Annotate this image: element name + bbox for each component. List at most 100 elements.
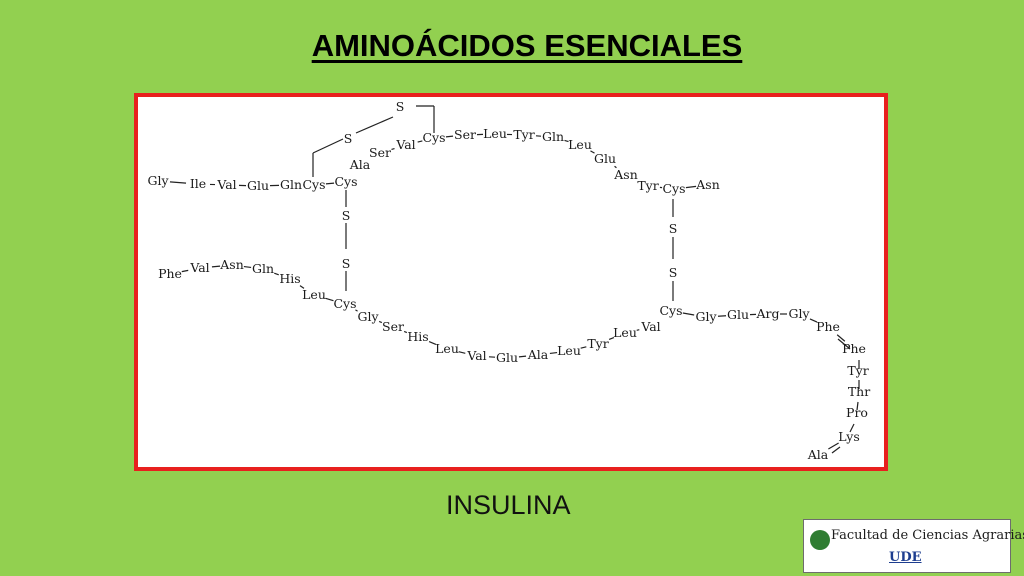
residue-label: Ala: [349, 157, 371, 172]
peptide-bond: [518, 355, 527, 358]
peptide-bond: [211, 265, 221, 268]
bonds: [312, 105, 860, 454]
sulfur-atom: S: [396, 99, 405, 114]
residue-label: Gly: [147, 173, 169, 188]
residue-label: Asn: [695, 177, 720, 192]
peptide-bond: [809, 318, 818, 323]
sulfur-atom: S: [342, 256, 351, 271]
sulfur-atom: S: [344, 131, 353, 146]
peptide-bond: [717, 315, 727, 317]
leaf-icon: [810, 530, 830, 550]
peptide-bond: [378, 320, 383, 324]
peptide-bond: [564, 139, 569, 143]
residue-label: Val: [466, 348, 486, 363]
residue-label: His: [407, 329, 428, 344]
peptide-bond: [685, 185, 697, 189]
residue-label: Leu: [483, 126, 507, 141]
logo-abbr: UDE: [889, 550, 922, 565]
peptide-bond: [391, 147, 395, 151]
residue-label: Gln: [280, 177, 302, 192]
residue-label: Phe: [158, 266, 182, 281]
residue-label: Gly: [695, 309, 717, 324]
peptide-bond: [836, 334, 846, 342]
residue-label: Glu: [247, 178, 269, 193]
residue-label: Asn: [219, 257, 244, 272]
residue-label: Cys: [659, 303, 682, 318]
residue-label: Arg: [755, 306, 779, 321]
peptide-bond: [428, 341, 437, 345]
residue-label: Gln: [542, 129, 564, 144]
peptide-bond: [828, 442, 839, 450]
residue-label: Leu: [557, 343, 581, 358]
bond-line: [849, 423, 855, 433]
bond-line: [856, 401, 859, 411]
residue-label: Val: [395, 137, 415, 152]
sulfur-atom: S: [342, 208, 351, 223]
bond-line: [831, 446, 841, 454]
residue-label: Ser: [454, 127, 476, 142]
residue-label: Ala: [527, 347, 549, 362]
residue-label: Glu: [496, 350, 518, 365]
residue-label: Cys: [302, 177, 325, 192]
bond-line: [312, 138, 344, 154]
residue-label: Phe: [816, 319, 840, 334]
peptide-bond: [181, 269, 189, 273]
sulfur-atom: S: [669, 265, 678, 280]
peptide-bond: [458, 351, 466, 354]
caption: INSULINA: [446, 490, 571, 520]
peptide-bond: [614, 165, 617, 169]
residue-label: Leu: [302, 287, 326, 302]
residue-label: Pro: [846, 405, 868, 420]
residue-label: Glu: [727, 307, 749, 322]
peptide-bond: [636, 329, 640, 331]
peptide-bond: [580, 346, 587, 349]
logo-name: Facultad de Ciencias Agrarias: [831, 528, 1024, 543]
bond-line: [355, 116, 394, 134]
residue-label: Ser: [369, 145, 391, 160]
peptide-bond: [549, 351, 558, 355]
residue-label: Glu: [594, 151, 616, 166]
peptide-bond: [169, 181, 187, 184]
peptide-bond: [682, 312, 695, 316]
residue-label: Cys: [333, 296, 356, 311]
residue-label: Phe: [842, 341, 866, 356]
residue-label: Val: [640, 319, 660, 334]
residue-label: Cys: [662, 181, 685, 196]
peptide-bond: [403, 330, 408, 334]
residue-label: Leu: [613, 325, 637, 340]
residue-label: Cys: [334, 174, 357, 189]
disulfide-atoms: S S S S S S: [342, 99, 678, 280]
peptide-bond: [355, 309, 358, 312]
residue-label: Asn: [613, 167, 638, 182]
slide-title: AMINOÁCIDOS ESENCIALES: [311, 28, 743, 63]
residue-label: Val: [189, 260, 209, 275]
residue-label: Cys: [422, 130, 445, 145]
residue-label: His: [279, 271, 300, 286]
residue-label: Tyr: [637, 178, 658, 193]
residue-label: Tyr: [587, 336, 608, 351]
residue-label: Ile: [190, 176, 206, 191]
bond-line: [837, 338, 851, 350]
residue-label: Gly: [788, 306, 810, 321]
peptide-bond: [299, 285, 305, 289]
sulfur-atom: S: [669, 221, 678, 236]
peptide-bond: [243, 265, 252, 269]
residue-label: Gly: [357, 309, 379, 324]
residue-label: Tyr: [513, 127, 534, 142]
residue-label: Leu: [435, 341, 459, 356]
residue-label: Lys: [838, 429, 860, 444]
residue-label: Tyr: [847, 363, 868, 378]
residue-label: Gln: [252, 261, 274, 276]
peptide-bond: [325, 297, 334, 302]
residue-label: Ser: [382, 319, 404, 334]
residue-label: Leu: [568, 137, 592, 152]
peptide-bond: [325, 182, 335, 185]
residue-label: Ala: [807, 447, 829, 462]
peptide-bond: [417, 140, 423, 143]
residue-label: Val: [216, 177, 236, 192]
